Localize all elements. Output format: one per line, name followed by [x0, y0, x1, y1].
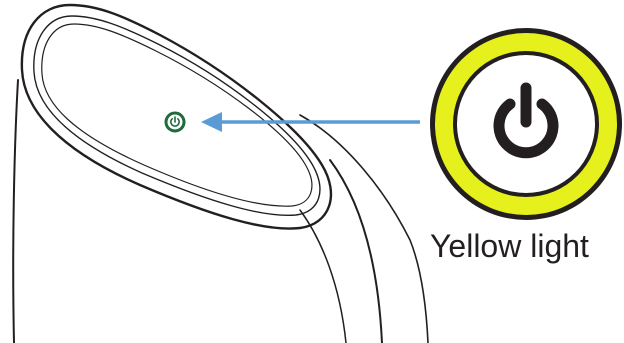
power-icon-arc — [493, 98, 559, 159]
callout-power-indicator — [430, 28, 622, 220]
device-led-power-icon — [164, 111, 186, 133]
housing-front-line — [299, 209, 347, 343]
device-led-arc — [170, 118, 180, 127]
top-panel — [20, 3, 333, 230]
top-panel-outer — [20, 3, 333, 230]
power-icon — [493, 82, 559, 159]
housing-left-edge — [12, 79, 19, 343]
pointer-head — [201, 112, 222, 132]
pointer-arrow — [201, 112, 420, 132]
device-body — [12, 79, 429, 343]
top-panel-middle — [33, 15, 321, 217]
housing-right-edge — [329, 159, 383, 343]
callout-label: Yellow light — [430, 228, 589, 264]
housing-rear-edge — [299, 114, 429, 343]
top-panel-inner — [41, 23, 313, 207]
